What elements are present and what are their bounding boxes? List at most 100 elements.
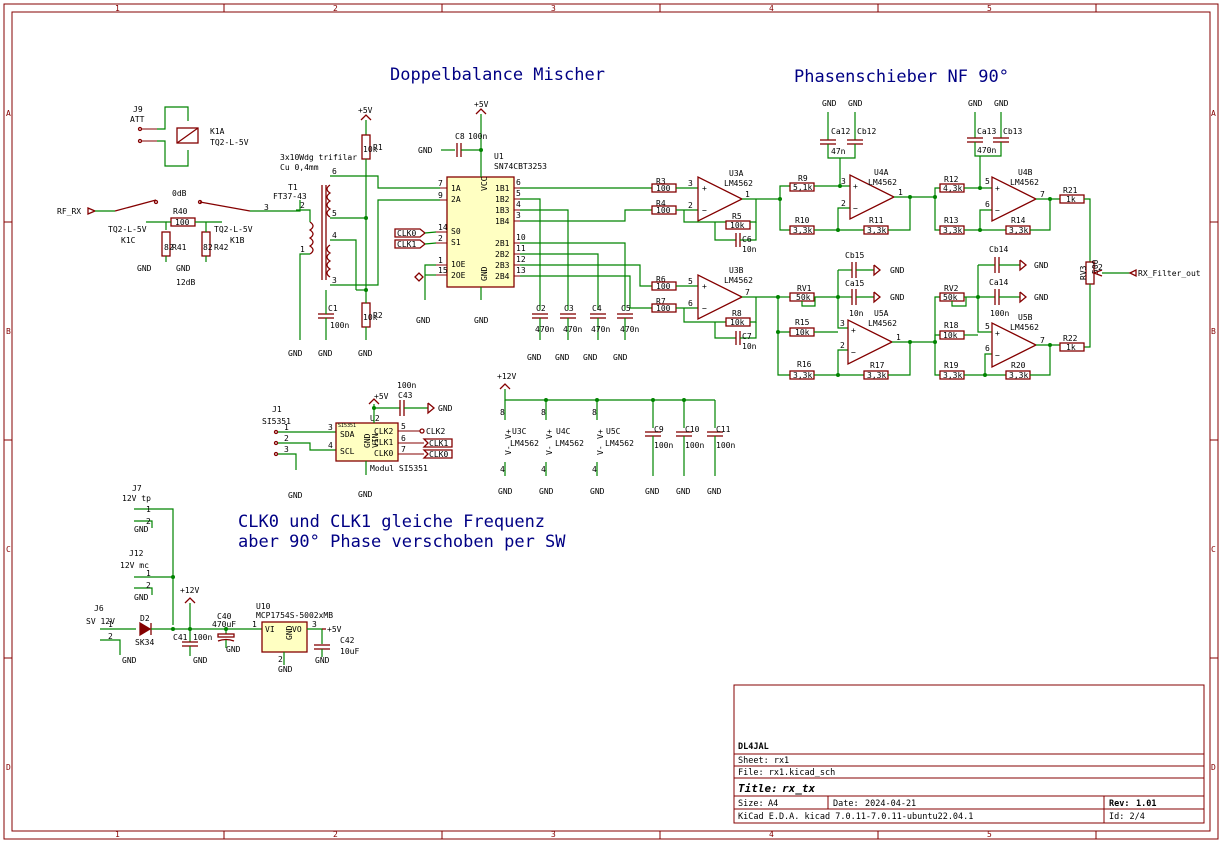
u1-ref: U1 <box>494 152 504 161</box>
r2-ref: R2 <box>373 311 383 320</box>
r19-ref: R19 <box>944 361 959 370</box>
gnd-label: GND <box>134 525 149 534</box>
opamp-plus: + <box>995 329 1000 338</box>
att-12db-label: 12dB <box>176 278 195 287</box>
pin-num: 1 <box>898 188 903 197</box>
r12-value: 4,3k <box>943 184 962 193</box>
gnd-label: GND <box>193 656 208 665</box>
u5b-ref: U5B <box>1018 313 1033 322</box>
tb-title-label: Title: <box>738 782 778 795</box>
u3a-ref: U3A <box>729 169 744 178</box>
pin-num: 8 <box>592 408 597 417</box>
gnd-label: GND <box>122 656 137 665</box>
ca14-ref: Ca14 <box>989 278 1008 287</box>
pin-num: 3 <box>516 211 521 220</box>
gnd-label: GND <box>1034 293 1049 302</box>
note-phase-shifter: Phasenschieber NF 90° <box>794 67 1009 87</box>
gnd-label: GND <box>822 99 837 108</box>
r12-ref: R12 <box>944 175 959 184</box>
u3c-value: LM4562 <box>510 439 539 448</box>
r8-value: 10k <box>730 318 745 327</box>
k1a-ref: K1A <box>210 127 225 136</box>
pin-num: 2 <box>300 201 305 210</box>
u10-ref: U10 <box>256 602 271 611</box>
u3b-value: LM4562 <box>724 276 753 285</box>
pin-num: 4 <box>541 465 546 474</box>
pin-num: 1 <box>108 620 113 629</box>
k1a-value: TQ2-L-5V <box>210 138 249 147</box>
j12-value: 12V mc <box>120 561 149 570</box>
col-label: 1 <box>115 4 120 13</box>
row-label: D <box>1211 763 1216 772</box>
r19-value: 3,3k <box>943 371 962 380</box>
c42-ref: C42 <box>340 636 355 645</box>
gnd-label: GND <box>1034 261 1049 270</box>
pin-num: 5 <box>985 322 990 331</box>
u4a-ref: U4A <box>874 168 889 177</box>
u5c-vplus: V+ <box>596 429 605 439</box>
cb14-ref: Cb14 <box>989 245 1008 254</box>
gnd-label: GND <box>590 487 605 496</box>
cb13-ref: Cb13 <box>1003 127 1022 136</box>
pin-num: 6 <box>332 167 337 176</box>
c4-value: 470n <box>591 325 610 334</box>
note-mixer: Doppelbalance Mischer <box>390 65 605 85</box>
u2-value: Modul SI5351 <box>370 464 428 473</box>
pin-num: 2 <box>688 201 693 210</box>
u2-pin-sda: SDA <box>340 430 355 439</box>
u2-ref: U2 <box>370 414 380 423</box>
d2-value: SK34 <box>135 638 154 647</box>
pin-num: 1 <box>745 190 750 199</box>
gnd-label: GND <box>539 487 554 496</box>
c11-ref: C11 <box>716 425 731 434</box>
gnd-label: GND <box>848 99 863 108</box>
r21-value: 1k <box>1066 195 1076 204</box>
k1c-ref: K1C <box>121 236 136 245</box>
tb-date: 2024-04-21 <box>865 799 916 809</box>
note-clk-line2: aber 90° Phase verschoben per SW <box>238 532 566 552</box>
p5v-label: +5V <box>327 625 342 634</box>
p12v-label: +12V <box>497 372 516 381</box>
pin-num: 2 <box>284 434 289 443</box>
r8-ref: R8 <box>732 309 742 318</box>
row-label: C <box>1211 545 1216 554</box>
u1-pin-2a: 2A <box>451 195 461 204</box>
pin-num: 4 <box>332 231 337 240</box>
c10-ref: C10 <box>685 425 700 434</box>
pin-num: 7 <box>1040 336 1045 345</box>
column-labels-bottom: 1 2 3 4 5 <box>115 830 992 839</box>
gnd-label: GND <box>707 487 722 496</box>
r6-value: 100 <box>656 282 671 291</box>
u4b-stage: GND GND Ca13 Cb13 470n 4,3k R12 3,3k R13… <box>933 99 1091 262</box>
pin-num: 7 <box>1040 190 1045 199</box>
c4-ref: C4 <box>592 304 602 313</box>
ca15-ref: Ca15 <box>845 279 864 288</box>
c3-value: 470n <box>563 325 582 334</box>
row-label: B <box>1211 327 1216 336</box>
pin-num: 6 <box>985 344 990 353</box>
clk1-label: CLK1 <box>397 240 416 249</box>
opamp-plus: + <box>702 282 707 291</box>
title-block: DL4JAL Sheet: rx1 File: rx1.kicad_sch Ti… <box>733 684 1205 824</box>
pin-num: 2 <box>146 581 151 590</box>
gnd-label: GND <box>474 316 489 325</box>
row-labels-left: A B C D <box>6 109 11 772</box>
c9-ref: C9 <box>654 425 664 434</box>
c1-ref: C1 <box>328 304 338 313</box>
transformer-t1: 3x10Wdg trifilar Cu 0,4mm T1 FT37-43 6 5… <box>273 106 440 358</box>
pin-num: 2 <box>1098 263 1103 272</box>
rf-rx-label: RF_RX <box>57 207 81 216</box>
r3-value: 100 <box>656 184 671 193</box>
col-label: 4 <box>769 4 774 13</box>
r5-value: 10k <box>730 221 745 230</box>
att-0db-label: 0dB <box>172 189 187 198</box>
pin-num: 2 <box>146 517 151 526</box>
r1-ref: R1 <box>373 143 383 152</box>
p5v-label: +5V <box>358 106 373 115</box>
opamp-minus: − <box>851 348 856 357</box>
u3b-ref: U3B <box>729 266 744 275</box>
j1-ref: J1 <box>272 405 282 414</box>
u5a-value: LM4562 <box>868 319 897 328</box>
r14-ref: R14 <box>1011 216 1026 225</box>
